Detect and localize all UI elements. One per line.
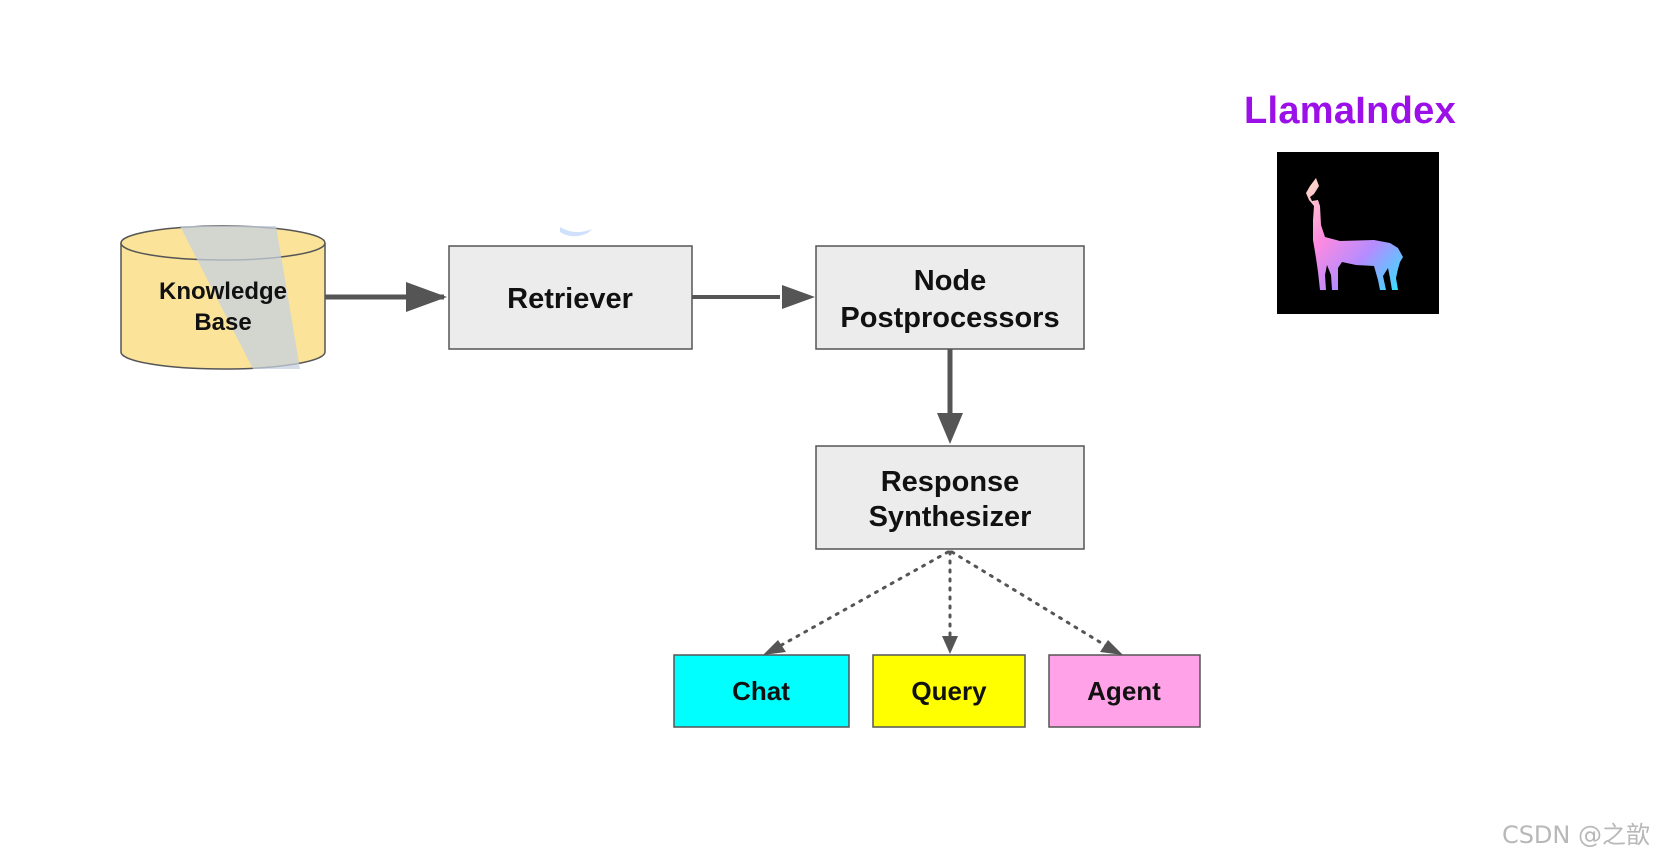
decorative-artifact [560,227,592,237]
brand-title: LlamaIndex [1243,90,1457,132]
knowledge-base-label-line1: Knowledge [159,278,287,305]
arrow-postprocessors-to-synthesizer-head [937,413,963,444]
knowledge-base-label-line2: Base [194,309,251,336]
dotted-arrow-to-query-head [942,636,958,654]
knowledge-base-node: Knowledge Base [120,225,326,370]
chat-output-node: Chat [673,654,850,728]
response-synthesizer-label-line1: Response [881,466,1020,498]
response-synthesizer-label-line2: Synthesizer [869,501,1032,533]
watermark: CSDN @之歆 [1501,821,1650,849]
agent-output-node: Agent [1048,654,1201,728]
dotted-arrow-to-agent-head [1100,640,1123,655]
agent-label: Agent [1087,676,1161,706]
dotted-arrow-to-chat [776,550,950,649]
response-synthesizer-node: Response Synthesizer [815,445,1085,550]
retriever-label: Retriever [507,283,633,315]
retriever-node: Retriever [448,245,693,350]
dotted-arrow-to-chat-head [763,640,786,655]
chat-label: Chat [732,676,790,706]
query-label: Query [911,676,987,706]
node-postprocessors-label-line2: Postprocessors [840,302,1059,334]
node-postprocessors-node: Node Postprocessors [815,245,1085,350]
query-output-node: Query [872,654,1026,728]
cylinder-shine [180,226,300,369]
arrow-retriever-to-postprocessors-head [782,285,815,309]
llama-icon [1277,152,1439,314]
node-postprocessors-label-line1: Node [914,265,987,297]
dotted-arrow-to-agent [950,550,1110,649]
arrow-kb-to-retriever-head [406,282,447,312]
